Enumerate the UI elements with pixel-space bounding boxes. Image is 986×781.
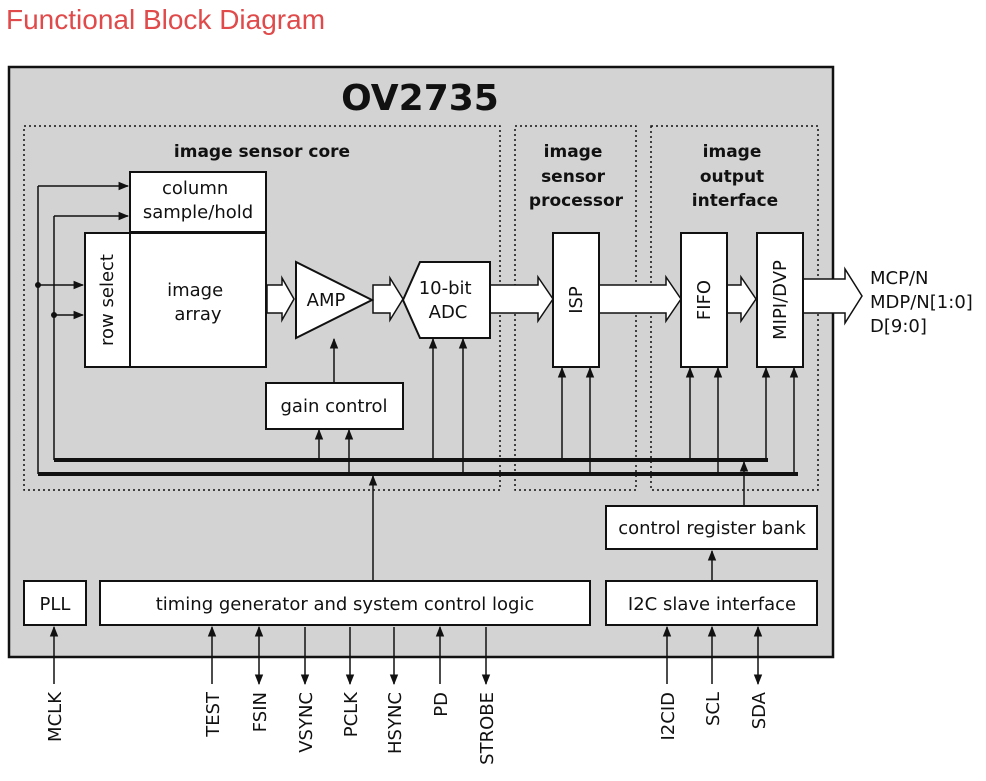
pin-pclk: PCLK xyxy=(341,691,362,737)
gain-control-label: gain control xyxy=(281,396,388,417)
timing-generator-label: timing generator and system control logi… xyxy=(156,594,535,615)
row-select-block xyxy=(84,232,131,368)
pin-scl: SCL xyxy=(703,692,724,726)
fifo-label: FIFO xyxy=(694,280,715,320)
isp-region xyxy=(514,125,637,491)
pin-pd: PD xyxy=(431,692,452,717)
pin-sda: SDA xyxy=(749,691,770,729)
pin-vsync: VSYNC xyxy=(296,692,317,753)
isp-block xyxy=(552,232,600,368)
diagram-title: Functional Block Diagram xyxy=(6,4,325,35)
control-register-bank-block xyxy=(605,505,818,550)
output-label-d: D[9:0] xyxy=(870,316,927,337)
mipi-dvp-block xyxy=(756,232,804,368)
amp-label: AMP xyxy=(307,290,346,311)
pin-strobe: STROBE xyxy=(477,692,498,765)
image-array-label: image array xyxy=(167,280,229,325)
pin-i2cid: I2CID xyxy=(658,692,679,741)
output-section-label: image output interface xyxy=(692,142,778,211)
image-array-block xyxy=(129,232,267,368)
sensor-core-label: image sensor core xyxy=(174,142,350,162)
array-to-amp-arrow xyxy=(266,275,295,323)
adc-to-isp-arrow xyxy=(489,274,554,324)
amp-to-adc-arrow xyxy=(372,275,404,323)
isp-section-label: image sensor processor xyxy=(529,142,624,211)
pll-label: PLL xyxy=(40,594,71,615)
row-select-label: row select xyxy=(97,254,118,346)
adc-block xyxy=(401,261,491,339)
output-label-mcp: MCP/N xyxy=(870,268,928,289)
pin-test: TEST xyxy=(203,691,224,738)
isp-label: ISP xyxy=(566,286,587,314)
output-arrow xyxy=(802,266,863,326)
mipi-dvp-label: MIPI/DVP xyxy=(770,260,791,340)
pin-lines xyxy=(49,625,763,686)
output-label-mdp: MDP/N[1:0] xyxy=(870,292,973,313)
row-column-feed-lines xyxy=(35,181,130,474)
control-register-bank-label: control register bank xyxy=(618,518,806,539)
pll-block xyxy=(23,580,87,626)
i2c-slave-interface-label: I2C slave interface xyxy=(628,594,796,615)
fifo-to-mipi-arrow xyxy=(726,274,757,324)
adc-label: 10-bit ADC xyxy=(419,278,478,323)
fifo-block xyxy=(680,232,728,368)
chip-name: OV2735 xyxy=(341,78,499,119)
pin-fsin: FSIN xyxy=(250,692,271,732)
isp-to-fifo-arrow xyxy=(598,274,682,324)
pin-hsync: HSYNC xyxy=(385,692,406,754)
bus-control-arrows xyxy=(314,337,799,474)
amp-block xyxy=(295,260,375,340)
column-sample-hold-block xyxy=(129,171,267,233)
pin-mclk: MCLK xyxy=(45,691,66,742)
column-sample-hold-label: column sample/hold xyxy=(143,178,253,223)
gain-control-block xyxy=(265,382,404,430)
timing-generator-block xyxy=(99,580,591,626)
